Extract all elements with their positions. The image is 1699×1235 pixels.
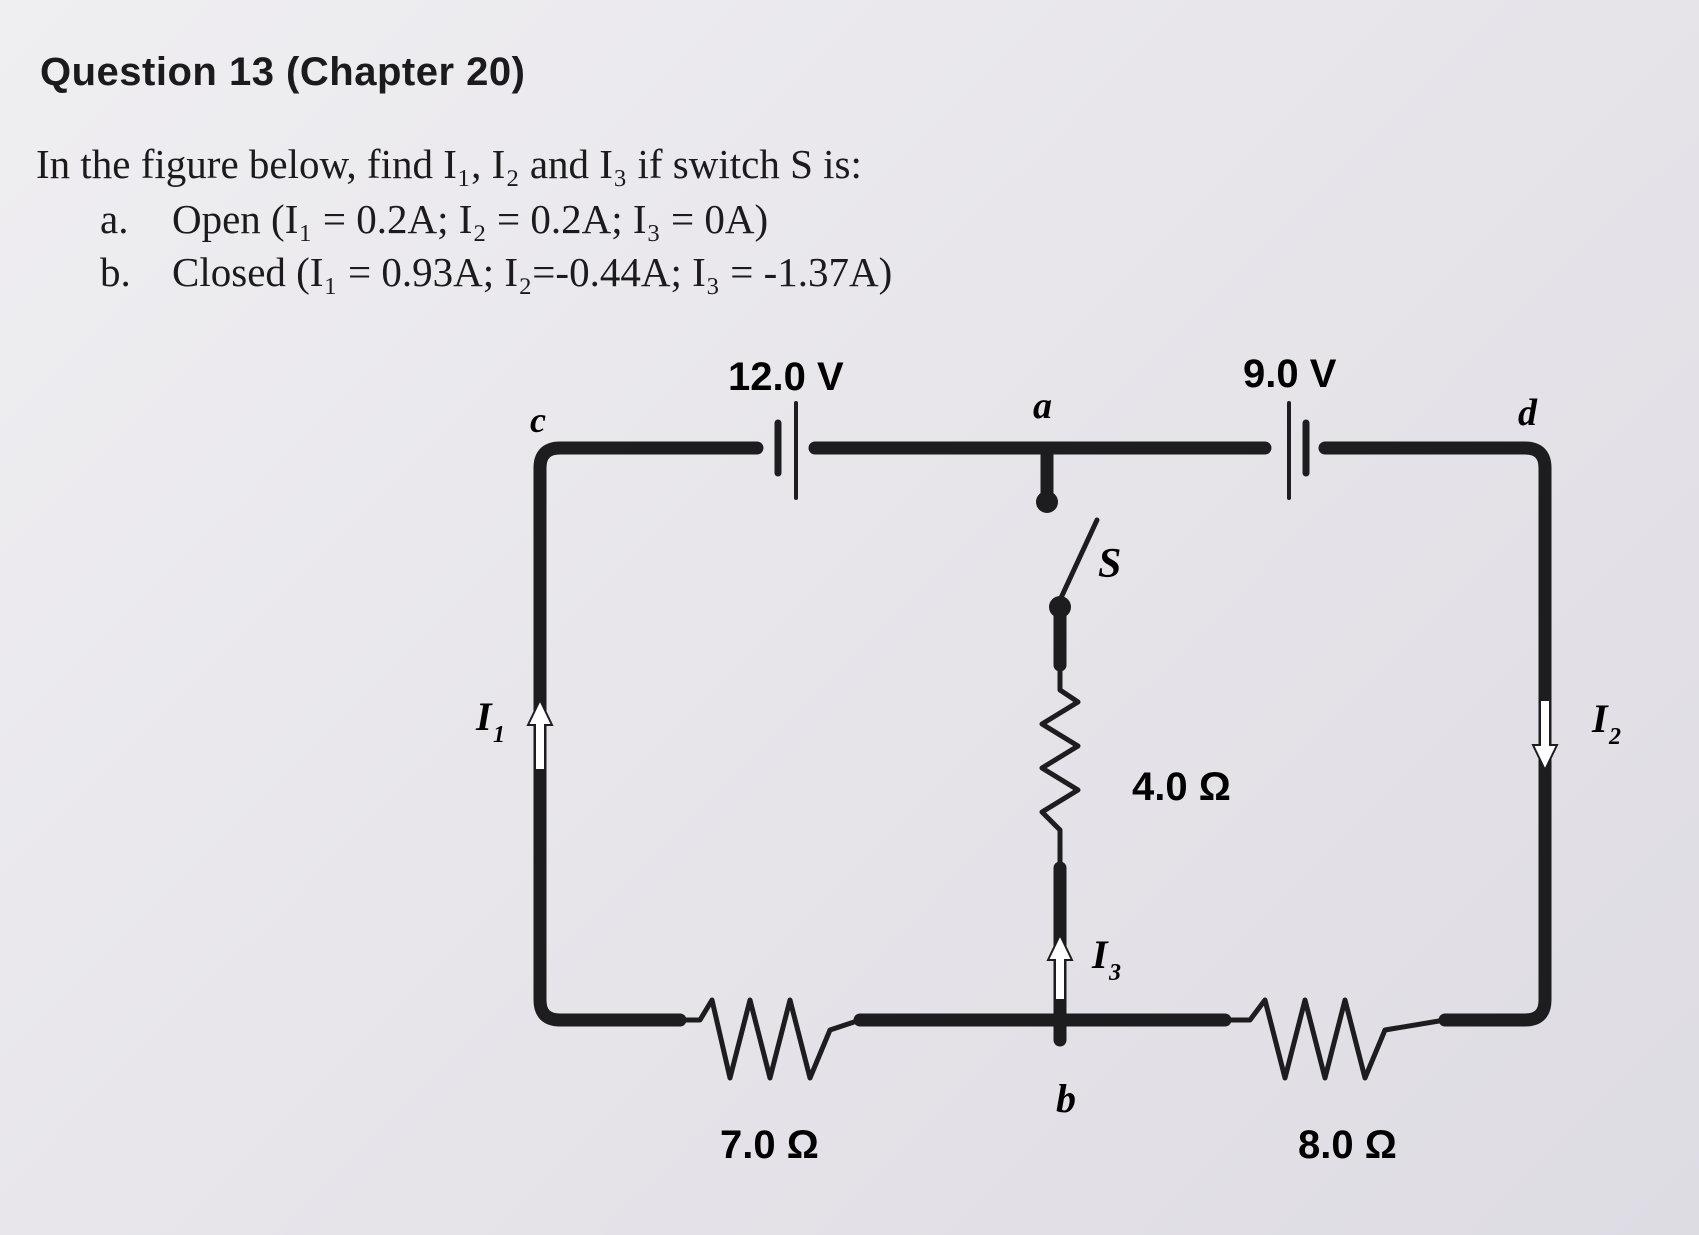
label-current-i3: I 3 [1091, 932, 1121, 986]
part-b-marker: b. [100, 249, 131, 295]
part-a-text: Open (I₁ = 0.2A; I₂ = 0.2A; I₃ = 0A) [172, 196, 769, 242]
label-node-c: c [530, 400, 546, 440]
answer-part-a: a. Open (I₁ = 0.2A; I₂ = 0.2A; I₃ = 0A) [100, 195, 768, 243]
wire-right-loop [1318, 441, 1552, 1027]
answer-part-b: b. Closed (I₁ = 0.93A; I₂=-0.44A; I₃ = -1… [100, 248, 892, 296]
part-b-text: Closed (I₁ = 0.93A; I₂=-0.44A; I₃ = -1.3… [172, 249, 893, 295]
resistor-8ohm-symbol [1225, 997, 1446, 1081]
wire-left-loop [533, 441, 764, 1027]
arrow-i2-down-icon [1531, 699, 1559, 773]
svg-text:3: 3 [1108, 960, 1121, 986]
switch-s [1036, 491, 1100, 618]
resistor-4ohm-symbol [1039, 665, 1081, 868]
svg-text:I: I [1091, 932, 1109, 977]
label-resistor-7ohm: 7.0 Ω [720, 1123, 819, 1167]
svg-text:I: I [475, 694, 493, 739]
battery-9v-symbol [1287, 401, 1310, 500]
question-title: Question 13 (Chapter 20) [40, 50, 526, 94]
label-9v: 9.0 V [1243, 352, 1337, 396]
label-current-i1: I 1 [475, 694, 505, 748]
label-resistor-8ohm: 8.0 Ω [1298, 1123, 1397, 1167]
svg-text:2: 2 [1608, 724, 1621, 750]
label-node-b: b [1056, 1076, 1076, 1121]
battery-12v-symbol [774, 401, 798, 500]
arrow-i1-up-icon [526, 697, 554, 771]
svg-text:I: I [1591, 696, 1609, 741]
label-node-a: a [1033, 385, 1052, 427]
resistor-7ohm-symbol [680, 997, 861, 1081]
label-current-i2: I 2 [1591, 696, 1621, 750]
label-node-d: d [1518, 392, 1538, 434]
svg-text:1: 1 [493, 722, 505, 748]
label-12v: 12.0 V [728, 355, 844, 399]
label-switch-s: S [1098, 541, 1121, 587]
arrow-i3-up-icon [1046, 932, 1074, 1001]
label-resistor-4ohm: 4.0 Ω [1132, 765, 1231, 809]
question-prompt: In the figure below, find I₁, I₂ and I₃ … [36, 141, 862, 187]
part-a-marker: a. [100, 196, 129, 242]
